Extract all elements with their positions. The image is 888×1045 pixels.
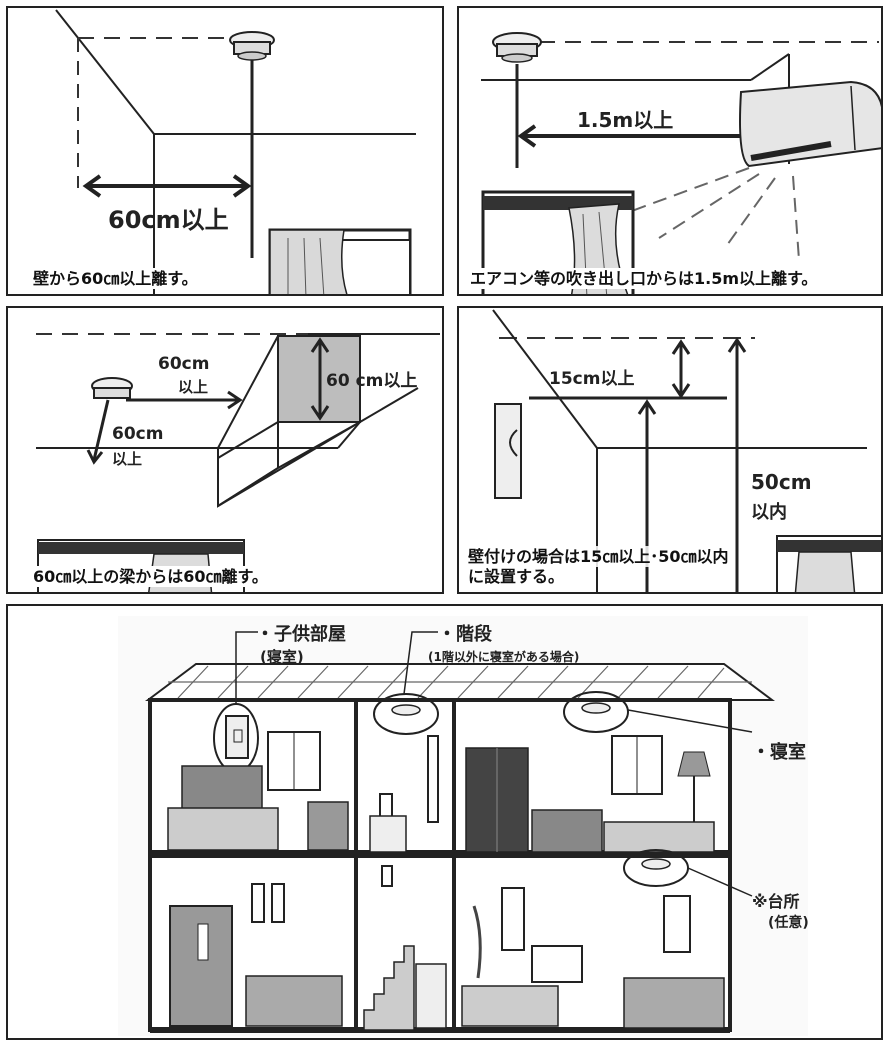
distance-arrow xyxy=(82,174,252,198)
vertical-distance-unit: 以上 xyxy=(112,450,143,468)
house-placement-panel: ・子供部屋 (寝室) ・階段 (1階以外に寝室がある場合) ・寝室 ※台所 (任… xyxy=(6,604,883,1040)
wall-distance-illustration xyxy=(55,9,416,294)
bedroom-label: ・寝室 xyxy=(752,742,806,763)
max-distance-unit: 以内 xyxy=(751,502,787,523)
children-room-label: ・子供部屋 xyxy=(256,624,346,645)
smoke-detector-icon xyxy=(91,377,133,399)
air-conditioner-icon xyxy=(739,80,881,168)
stairwell-upper xyxy=(369,693,439,853)
stairs-label: ・階段 xyxy=(438,624,492,645)
distance-label: 1.5m以上 xyxy=(577,108,674,132)
wall-mount-illustration xyxy=(492,309,881,592)
window-curtain-icon xyxy=(268,228,412,294)
aircon-distance-illustration xyxy=(481,32,881,294)
beam-depth-label: 60 cm以上 xyxy=(326,371,418,391)
vertical-distance-value: 60cm xyxy=(112,424,164,444)
ceiling-beam xyxy=(36,335,419,508)
beam-distance-panel: 60cm 以上 60cm 以上 60 cm以上 60㎝以上の梁からは60㎝離す。 xyxy=(6,306,444,594)
children-room-sublabel: (寝室) xyxy=(260,648,304,666)
max-distance-value: 50cm xyxy=(751,470,812,494)
aircon-distance-panel: 1.5m以上 エアコン等の吹き出し口からは1.5m以上離す。 xyxy=(457,6,883,296)
panel-caption-line1: 壁付けの場合は15㎝以上･50㎝以内 xyxy=(465,546,732,567)
bedroom xyxy=(465,691,715,853)
stairs xyxy=(363,865,447,1031)
house-cutaway-illustration xyxy=(118,616,808,1036)
panel-caption-line2: に設置する。 xyxy=(465,566,568,587)
horizontal-distance-value: 60cm xyxy=(158,354,210,374)
smoke-detector-icon xyxy=(492,32,542,63)
panel-caption: 壁から60㎝以上離す。 xyxy=(30,268,201,289)
wall-detector-icon xyxy=(494,403,522,499)
kitchen-sublabel: (任意) xyxy=(768,915,809,931)
entrance-hall xyxy=(169,883,343,1027)
airflow-lines xyxy=(628,167,800,261)
horizontal-distance-unit: 以上 xyxy=(178,378,209,396)
label-leader-lines xyxy=(235,631,753,897)
panel-caption: 60㎝以上の梁からは60㎝離す。 xyxy=(30,566,271,587)
smoke-detector-icon xyxy=(229,31,275,61)
beam-distance-illustration xyxy=(36,333,440,592)
min-distance-label: 15cm以上 xyxy=(549,369,635,389)
distance-label: 60cm以上 xyxy=(108,206,229,234)
roof xyxy=(145,663,775,701)
panel-caption: エアコン等の吹き出し口からは1.5m以上離す。 xyxy=(467,268,821,289)
wall-mount-panel: 15cm以上 50cm 以内 壁付けの場合は15㎝以上･50㎝以内 に設置する。 xyxy=(457,306,883,594)
kitchen-label: ※台所 xyxy=(752,892,800,911)
stairs-sublabel: (1階以外に寝室がある場合) xyxy=(428,650,580,664)
wall-distance-panel: 60cm以上 壁から60㎝以上離す。 xyxy=(6,6,444,296)
kitchen-living xyxy=(461,849,725,1029)
